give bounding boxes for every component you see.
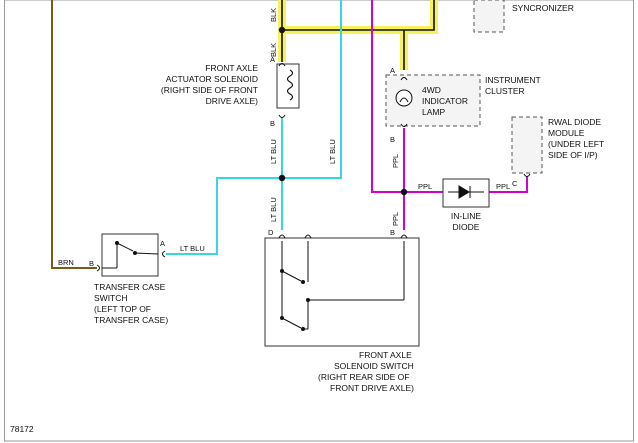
rwal-module-label: RWAL DIODE MODULE (UNDER LEFT SIDE OF I/… — [548, 117, 604, 160]
blk-label-bottom: BLK — [269, 43, 278, 57]
actuator-label-line-4: DRIVE AXLE) — [206, 96, 259, 106]
fass-label-line-4: FRONT DRIVE AXLE) — [330, 383, 414, 393]
front-axle-solenoid-switch-box — [264, 237, 420, 347]
ppl-label-vertical-2: PPL — [391, 212, 400, 226]
lt-blu-label-1: LT BLU — [269, 139, 278, 164]
tcs-label-line-3: (LEFT TOP OF — [94, 304, 151, 314]
solenoid-switch-icon — [280, 241, 405, 331]
rwal-module-box — [511, 116, 543, 174]
blk-wire — [281, 0, 435, 70]
blk-label-top: BLK — [269, 8, 278, 22]
lamp-pin-b: B — [390, 135, 395, 144]
cluster-label-line-2: CLUSTER — [485, 86, 525, 96]
brown-wire — [51, 0, 97, 269]
actuator-label-line-2: ACTUATOR SOLENOID — [166, 74, 258, 84]
diode-icon — [458, 185, 471, 199]
fass-pin-d: D — [268, 228, 274, 237]
tcs-pin-b: B — [89, 259, 94, 268]
lamp-connector-bottom — [400, 123, 408, 127]
transfer-case-switch-box — [101, 233, 159, 277]
cluster-label-line-1: INSTRUMENT — [485, 75, 541, 85]
lamp-connector-top — [400, 77, 408, 81]
tcs-label-line-2: SWITCH — [94, 293, 128, 303]
lamp-filament — [399, 97, 409, 103]
rwal-connector — [523, 173, 531, 177]
tcs-label-line-4: TRANSFER CASE) — [94, 315, 168, 325]
fass-pin-b: B — [390, 228, 395, 237]
blk-wire-highlight — [278, 0, 438, 70]
ppl-wire — [371, 0, 528, 230]
tcs-connector-right — [162, 250, 166, 258]
ppl-label-vertical-1: PPL — [391, 154, 400, 168]
front-axle-solenoid-switch-label: FRONT AXLE SOLENOID SWITCH (RIGHT REAR S… — [318, 350, 414, 393]
blk-splice-dot — [278, 26, 286, 34]
inline-diode-label: IN-LINE DIODE — [451, 211, 482, 232]
actuator-connector-bottom — [278, 114, 286, 118]
lamp-label-line-1: 4WD — [422, 85, 441, 95]
synchronizer-box — [473, 0, 505, 33]
actuator-pin-b: B — [270, 119, 275, 128]
actuator-label-line-3: (RIGHT SIDE OF FRONT — [161, 85, 258, 95]
tcs-pin-a: A — [160, 239, 165, 248]
fass-connector-d — [278, 234, 286, 239]
ppl-label-horizontal-1: PPL — [418, 182, 432, 191]
lt-blu-label-3: LT BLU — [269, 197, 278, 222]
lt-blu-label-4: LT BLU — [180, 244, 205, 253]
brn-label: BRN — [58, 258, 74, 267]
ppl-label-horizontal-2: PPL — [496, 182, 510, 191]
rwal-label-line-3: (UNDER LEFT — [548, 139, 604, 149]
lt-blu-wire — [166, 0, 342, 255]
fass-label-line-1: FRONT AXLE — [359, 350, 412, 360]
indicator-lamp-label: 4WD INDICATOR LAMP — [422, 85, 468, 117]
synchronizer-label: SYNCRONIZER — [512, 3, 574, 13]
instrument-cluster-label: INSTRUMENT CLUSTER — [485, 75, 541, 96]
solenoid-coil-icon — [286, 69, 294, 101]
ppl-splice-dot — [400, 188, 408, 196]
actuator-solenoid-box — [276, 63, 300, 109]
diode-label-line-1: IN-LINE — [451, 211, 482, 221]
lamp-label-line-2: INDICATOR — [422, 96, 468, 106]
lt-blu-label-2: LT BLU — [328, 139, 337, 164]
actuator-solenoid-label: FRONT AXLE ACTUATOR SOLENOID (RIGHT SIDE… — [161, 63, 258, 106]
fass-connector-b — [400, 234, 408, 239]
lamp-label-line-3: LAMP — [422, 107, 445, 117]
rwal-label-line-2: MODULE — [548, 128, 585, 138]
tcs-connector-left — [96, 264, 100, 272]
transfer-case-switch-icon — [102, 241, 159, 269]
actuator-pin-a: A — [270, 55, 275, 64]
actuator-label-line-1: FRONT AXLE — [205, 63, 258, 73]
lt-blu-splice-dot — [278, 174, 286, 182]
rwal-label-line-4: SIDE OF I/P) — [548, 150, 598, 160]
rwal-label-line-1: RWAL DIODE — [548, 117, 601, 127]
actuator-connector-top — [278, 63, 286, 67]
fass-label-line-2: SOLENOID SWITCH — [334, 361, 414, 371]
fass-label-line-3: (RIGHT REAR SIDE OF — [318, 372, 409, 382]
diagram-border — [4, 0, 634, 442]
transfer-case-switch-label: TRANSFER CASE SWITCH (LEFT TOP OF TRANSF… — [94, 282, 168, 325]
rwal-pin-c: C — [512, 179, 518, 188]
tcs-label-line-1: TRANSFER CASE — [94, 282, 166, 292]
diode-label-line-2: DIODE — [453, 222, 480, 232]
fass-connector-2 — [304, 234, 312, 239]
lamp-pin-a: A — [390, 66, 395, 75]
figure-number: 78172 — [10, 424, 34, 434]
